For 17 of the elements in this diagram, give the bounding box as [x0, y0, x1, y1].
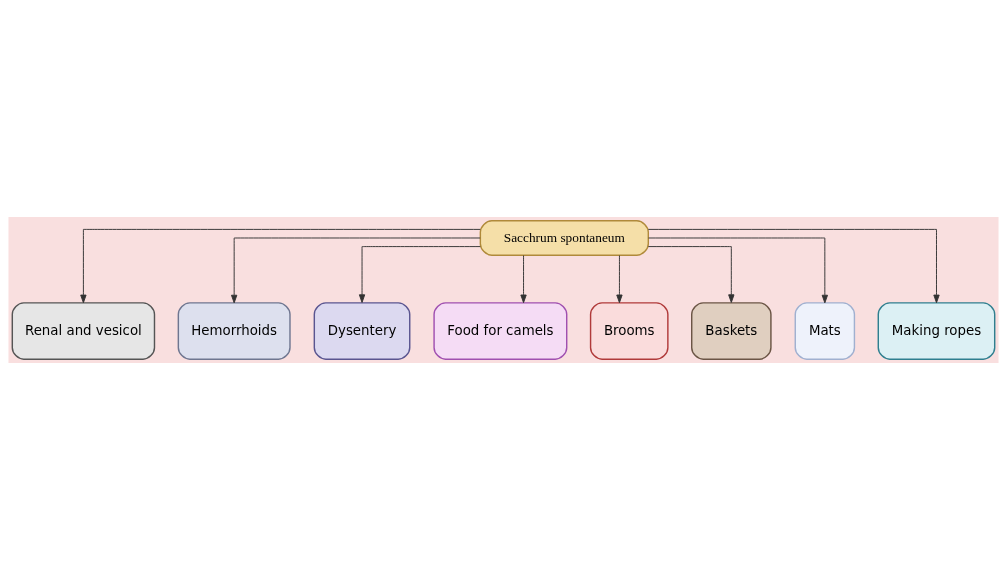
node-box: Renal and vesicol	[11, 301, 156, 360]
node-box: Mats	[794, 301, 856, 360]
arrow	[520, 254, 527, 303]
node-box: Sacchrum spontaneum	[479, 219, 650, 256]
node-box: Dysentery	[313, 301, 411, 360]
arrow	[616, 254, 623, 303]
arrow	[647, 228, 940, 303]
arrow	[358, 245, 481, 303]
arrow	[648, 237, 828, 303]
node-box: Brooms	[589, 301, 669, 360]
node-box: Making ropes	[877, 301, 996, 360]
arrow	[80, 228, 481, 303]
node-box: Hemorrhoids	[177, 301, 291, 360]
arrow	[231, 237, 481, 303]
arrow	[647, 245, 735, 303]
node-box: Baskets	[691, 301, 772, 360]
node-box: Food for camels	[433, 301, 568, 360]
